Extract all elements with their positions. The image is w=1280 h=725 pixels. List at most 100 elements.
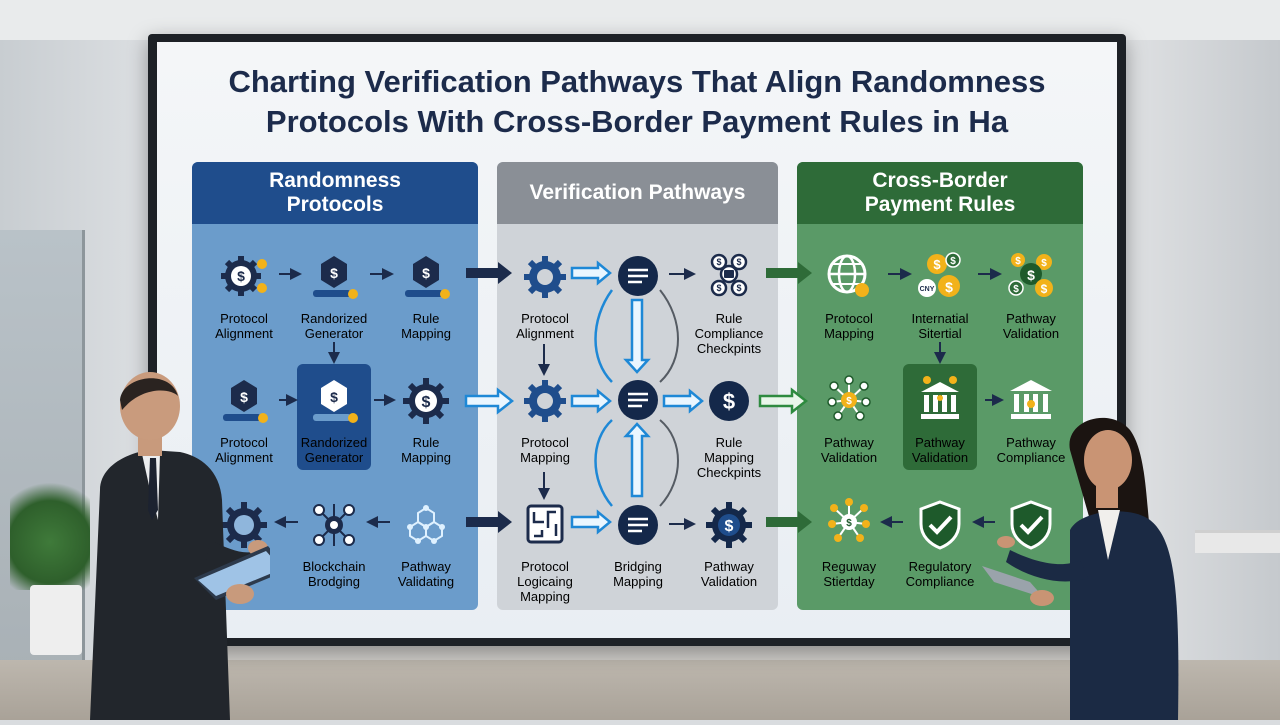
label-right-pathway-validation-1: Pathway Validation xyxy=(1002,311,1060,341)
generator-icon: $ xyxy=(313,256,358,299)
label-reguway: Reguway Stiertday xyxy=(821,559,877,589)
node-pathway-compliance: Pathway Compliance xyxy=(985,374,1077,465)
bank-building-icon xyxy=(1010,380,1052,419)
gear-dollar-icon: $ xyxy=(221,256,267,296)
svg-text:$: $ xyxy=(237,268,245,284)
svg-text:$: $ xyxy=(1013,284,1019,295)
svg-text:$: $ xyxy=(1041,282,1048,296)
man-figure xyxy=(90,372,288,720)
label-mid-protocol-mapping: Protocol Mapping xyxy=(520,435,570,465)
node-mid-hub-top xyxy=(592,252,684,311)
office-plant xyxy=(10,470,90,590)
label-rule-compliance: Rule Compliance Checkpints xyxy=(694,311,764,356)
label-bridging-mapping: Bridging Mapping xyxy=(613,559,663,589)
node-mid-pathway-validation: $ Pathway Validation xyxy=(683,498,775,589)
currency-code: CNY xyxy=(920,286,935,293)
svg-text:$: $ xyxy=(330,389,338,405)
svg-text:$: $ xyxy=(723,389,735,414)
node-rule-mapping-checkpoints: $ Rule Mapping Checkpints xyxy=(683,374,775,480)
hexagon-network-icon xyxy=(407,505,445,544)
node-shield-right xyxy=(985,498,1077,557)
node-randorized-generator-2: $ Randorized Generator xyxy=(288,374,380,465)
svg-text:$: $ xyxy=(1015,256,1021,267)
label-mid-protocol-alignment: Protocol Alignment xyxy=(516,311,574,341)
node-pathway-validating: Pathway Validating xyxy=(380,498,472,589)
shield-check-icon xyxy=(1010,500,1052,550)
label-right-pathway-validation-2: Pathway Validation xyxy=(820,435,878,465)
svg-text:$: $ xyxy=(422,265,430,281)
node-mid-hub-center xyxy=(592,378,684,437)
node-protocol-alignment-1: $ Protocol Alignment xyxy=(198,250,290,341)
label-blockchain-brodging: Blockchain Brodging xyxy=(302,559,366,589)
node-blockchain-brodging: Blockchain Brodging xyxy=(288,498,380,589)
svg-text:$: $ xyxy=(422,394,431,411)
svg-text:$: $ xyxy=(950,256,956,267)
label-protocol-alignment-1: Protocol Alignment xyxy=(215,311,273,341)
svg-text:$: $ xyxy=(736,283,741,293)
dollar-coin-icon: $ xyxy=(709,381,749,421)
network-coins-icon: $ xyxy=(828,498,870,542)
maze-map-icon xyxy=(526,504,564,544)
svg-text:$: $ xyxy=(240,389,248,405)
gear-dollar-icon: $ xyxy=(403,378,449,424)
globe-icon xyxy=(827,254,869,297)
blockchain-network-icon xyxy=(313,504,355,546)
label-rule-mapping-1: Rule Mapping xyxy=(401,311,451,341)
node-bridging-mapping: Bridging Mapping xyxy=(592,498,684,589)
svg-text:$: $ xyxy=(716,283,721,293)
svg-text:$: $ xyxy=(1027,267,1035,283)
column-header-verification: Verification Pathways xyxy=(497,162,778,224)
ceiling xyxy=(0,0,1280,40)
node-right-pathway-validation-2: $ Pathway Validation xyxy=(803,374,895,465)
presenter-woman xyxy=(980,410,1200,720)
node-right-protocol-mapping: Protocol Mapping xyxy=(803,250,895,341)
woman-figure xyxy=(982,417,1179,720)
title-line-1: Charting Verification Pathways That Alig… xyxy=(228,64,1046,99)
node-rule-compliance: $$$$ Rule Compliance Checkpints xyxy=(683,250,775,356)
label-rule-mapping-checkpoints: Rule Mapping Checkpints xyxy=(696,435,762,480)
label-right-protocol-mapping: Protocol Mapping xyxy=(824,311,874,341)
column-header-cross-border: Cross-Border Payment Rules xyxy=(797,162,1083,224)
rule-mapping-icon: $ xyxy=(405,256,450,299)
label-pathway-validating: Pathway Validating xyxy=(397,559,455,589)
label-protocol-alignment-2: Protocol Alignment xyxy=(215,435,273,465)
label-internatial: Internatial Sitertial xyxy=(911,311,969,341)
label-right-pathway-validation-3: Pathway Validation xyxy=(911,435,969,465)
diagram-title: Charting Verification Pathways That Alig… xyxy=(157,62,1117,142)
label-protocol-logicaing: Protocol Logicaing Mapping xyxy=(517,559,573,604)
svg-text:$: $ xyxy=(846,396,852,407)
label-randorized-generator-2: Randorized Generator xyxy=(300,435,368,465)
svg-text:$: $ xyxy=(725,518,734,535)
gear-dollar-icon: $ xyxy=(706,502,752,548)
node-regulatory-compliance: Regulatory Compliance xyxy=(894,498,986,589)
network-coins-icon: $ xyxy=(827,375,871,421)
label-randorized-generator-1: Randorized Generator xyxy=(300,311,368,341)
svg-text:$: $ xyxy=(1041,258,1047,269)
gear-icon xyxy=(524,380,566,422)
node-rule-mapping-1: $ Rule Mapping xyxy=(380,250,472,341)
plant-pot xyxy=(30,585,82,655)
shield-check-icon xyxy=(919,500,961,550)
svg-text:$: $ xyxy=(846,518,852,529)
label-mid-pathway-validation: Pathway Validation xyxy=(700,559,758,589)
svg-text:$: $ xyxy=(736,257,741,267)
label-regulatory-compliance: Regulatory Compliance xyxy=(905,559,975,589)
svg-text:$: $ xyxy=(933,257,941,272)
gear-icon xyxy=(221,502,267,548)
list-hub-icon xyxy=(618,380,658,420)
svg-text:$: $ xyxy=(945,279,953,295)
list-hub-icon xyxy=(618,256,658,296)
coin-cluster-icon: $$$$ xyxy=(710,253,748,297)
node-mid-protocol-alignment: Protocol Alignment xyxy=(499,250,591,341)
generator-icon: $ xyxy=(313,380,358,423)
column-header-randomness: Randomness Protocols xyxy=(192,162,478,224)
node-right-pathway-validation-1: $ $ $ $ $ Pathway Validation xyxy=(985,250,1077,341)
node-right-pathway-validation-3: Pathway Validation xyxy=(894,374,986,465)
presenter-man xyxy=(70,370,288,720)
node-reguway: $ Reguway Stiertday xyxy=(803,498,895,589)
label-rule-mapping-2: Rule Mapping xyxy=(401,435,451,465)
list-hub-icon xyxy=(618,505,658,545)
currency-coins-icon: CNY $ $ $ xyxy=(918,252,961,297)
node-protocol-alignment-2: $ Protocol Alignment xyxy=(198,374,290,465)
